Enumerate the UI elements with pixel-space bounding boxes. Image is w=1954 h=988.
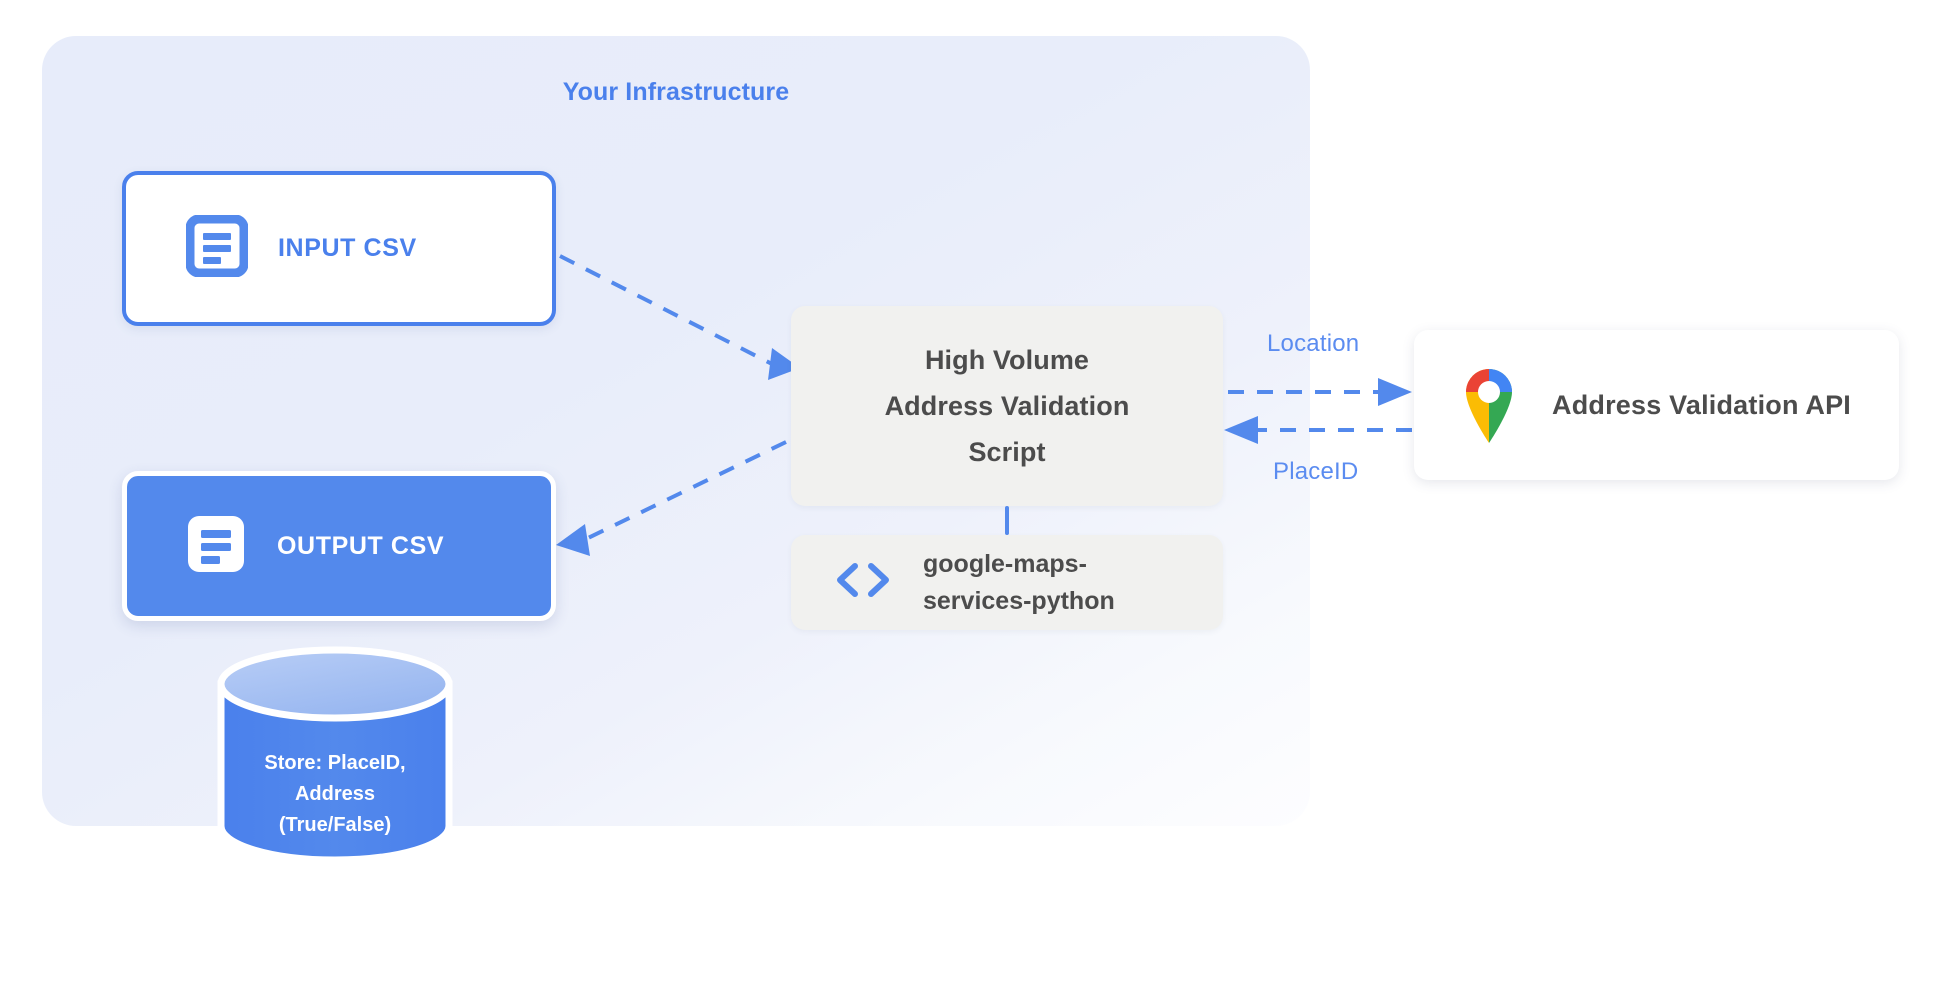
node-address-validation-api[interactable]: Address Validation API [1414, 330, 1899, 480]
script-line-1: High Volume [924, 345, 1090, 375]
infrastructure-title: Your Infrastructure [562, 78, 790, 106]
database-line-3: (True/False) [278, 814, 392, 836]
node-input-csv[interactable]: INPUT CSV [122, 171, 556, 326]
node-output-csv-label: OUTPUT CSV [277, 531, 445, 560]
library-line-2: services-python [923, 586, 1115, 615]
database-cylinder-icon [217, 646, 453, 864]
database-line-1: Store: PlaceID, [264, 752, 406, 774]
code-icon [835, 560, 891, 605]
node-database-text: Store: PlaceID, Address (True/False) [213, 748, 457, 841]
library-line-1: google-maps- [923, 549, 1087, 578]
node-api-label: Address Validation API [1552, 389, 1851, 420]
google-maps-pin-icon [1456, 362, 1522, 449]
node-input-csv-label: INPUT CSV [278, 234, 417, 262]
node-library[interactable]: google-maps- services-python [791, 535, 1223, 630]
script-line-2: Address Validation [884, 391, 1130, 421]
document-icon [185, 513, 247, 580]
connector-label-placeid: PlaceID [1273, 458, 1359, 485]
script-library-connector [1005, 506, 1009, 535]
node-validation-script[interactable]: High Volume Address Validation Script [791, 306, 1223, 506]
node-library-label: google-maps- services-python [923, 546, 1115, 620]
script-line-3: Script [968, 437, 1046, 467]
database-line-2: Address [294, 783, 376, 805]
node-database[interactable]: Store: PlaceID, Address (True/False) [213, 642, 457, 868]
connector-label-location: Location [1267, 330, 1360, 357]
document-icon [185, 214, 249, 282]
node-output-csv[interactable]: OUTPUT CSV [122, 471, 556, 621]
